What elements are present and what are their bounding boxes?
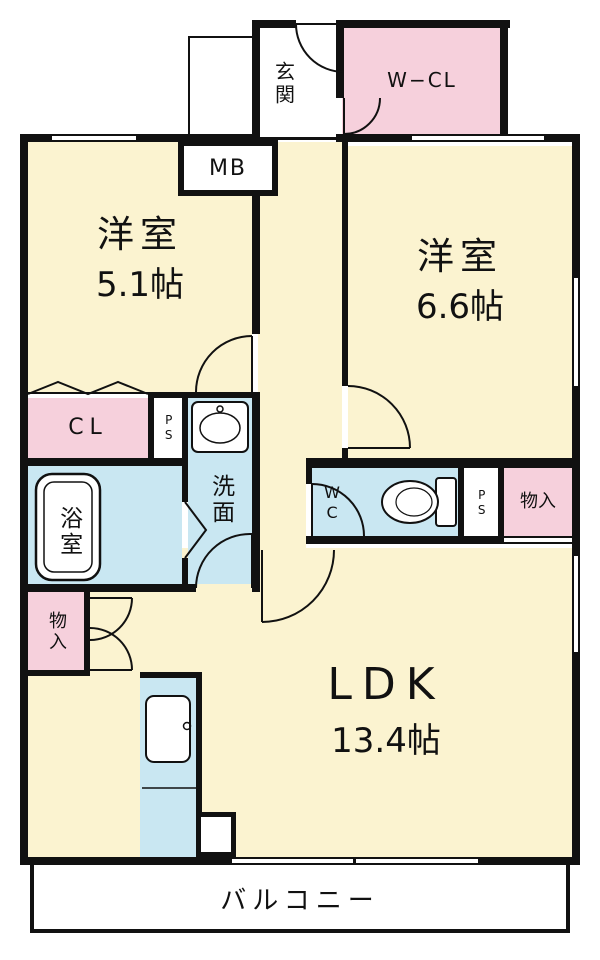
- wall: [458, 468, 464, 536]
- wall: [336, 20, 344, 98]
- wall: [182, 398, 188, 458]
- bedroom-large-size: 6.6帖: [415, 287, 505, 328]
- storage-sliding-door: [504, 536, 572, 544]
- pipe-space-left-label: PS: [161, 413, 176, 443]
- room-storage-right: [504, 468, 572, 536]
- wall: [182, 458, 188, 502]
- balcony-label: バルコニー: [220, 886, 380, 917]
- ldk-name: LDK: [327, 659, 445, 711]
- window: [52, 134, 136, 142]
- entrance-porch: [188, 36, 258, 136]
- wall: [252, 392, 260, 592]
- wall: [20, 584, 196, 592]
- wall: [342, 142, 348, 386]
- wall: [148, 398, 154, 458]
- kitchen-cupboard: [196, 812, 236, 857]
- window: [572, 278, 580, 386]
- wall: [84, 592, 90, 676]
- wall: [342, 448, 348, 462]
- wall: [20, 458, 188, 466]
- wall: [20, 134, 28, 865]
- entrance-step-line: [258, 137, 342, 140]
- balcony-wall: [566, 865, 570, 933]
- wall: [344, 20, 510, 28]
- ldk-label: LDK 13.4帖: [200, 652, 572, 768]
- wall: [306, 458, 580, 468]
- washroom-label: 洗面: [207, 474, 234, 526]
- storage-left-label: 物入: [46, 611, 68, 653]
- bathroom-label: 浴室: [55, 506, 82, 558]
- closet-label: CL: [68, 415, 108, 441]
- walk-in-closet-label: W−CL: [387, 67, 457, 92]
- entrance-label: 玄関: [271, 61, 296, 107]
- meter-box-label: MB: [208, 155, 248, 181]
- kitchen-counter: [140, 678, 196, 857]
- ldk-size: 13.4帖: [331, 721, 441, 762]
- room-closet: [28, 398, 148, 458]
- window: [572, 556, 580, 652]
- bedroom-large-name: 洋室: [417, 234, 503, 278]
- wall: [572, 142, 580, 865]
- wall: [252, 142, 260, 334]
- hallway-lower: [258, 462, 306, 548]
- wall: [252, 20, 296, 28]
- pipe-space-right-label: PS: [474, 488, 489, 518]
- window: [412, 134, 544, 142]
- wall: [20, 134, 258, 142]
- room-pipe-space-left: [154, 398, 182, 458]
- wall: [148, 392, 260, 398]
- storage-right-label: 物入: [520, 490, 556, 512]
- wall: [252, 20, 260, 142]
- sliding-window-tick: [353, 857, 356, 865]
- closet-lintel-line: [28, 392, 148, 394]
- bedroom-small-name: 洋室: [97, 212, 183, 256]
- meter-box: MB: [178, 140, 278, 196]
- bedroom-small-label: 洋室 5.1帖: [28, 194, 252, 324]
- balcony-wall: [30, 865, 34, 933]
- toilet-label: WC: [322, 483, 342, 523]
- wall: [306, 536, 504, 544]
- room-storage-left: [28, 592, 84, 670]
- wall: [306, 458, 312, 484]
- wall: [140, 672, 202, 678]
- wall: [498, 468, 504, 536]
- bedroom-small-size: 5.1帖: [95, 265, 185, 306]
- wall: [20, 670, 90, 676]
- wall: [182, 558, 188, 590]
- room-pipe-space-right: [464, 468, 498, 536]
- bedroom-large-label: 洋室 6.6帖: [348, 216, 572, 346]
- balcony-wall: [30, 929, 570, 933]
- wall: [196, 672, 202, 857]
- wall: [500, 20, 508, 142]
